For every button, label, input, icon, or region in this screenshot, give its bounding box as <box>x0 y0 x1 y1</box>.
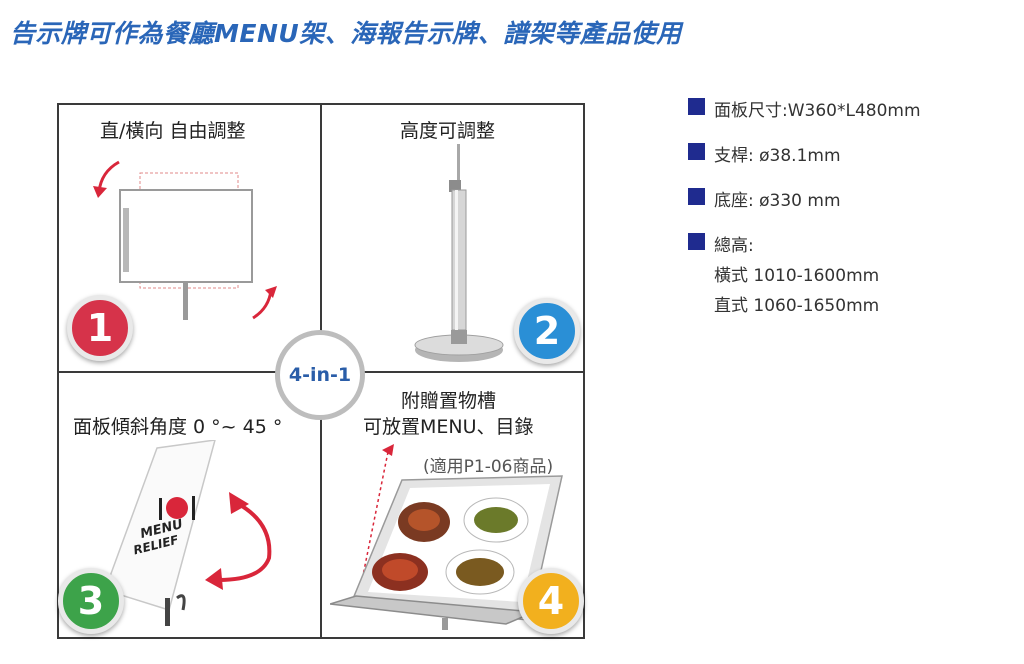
spec-panel-size: 面板尺寸:W360*L480mm <box>714 101 921 121</box>
spec-height-horizontal: 橫式 1010-1600mm <box>714 266 880 286</box>
badge-4: 4 <box>518 568 584 634</box>
quadrant-4-label-line1: 附贈置物槽 <box>401 390 497 412</box>
spec-pole: 支桿: ø38.1mm <box>714 146 841 166</box>
quadrant-4-note: (適用P1-06商品) <box>423 457 554 477</box>
spec-total-height: 總高: <box>714 236 754 256</box>
quadrant-3-label: 面板傾斜角度 0 °~ 45 ° <box>73 416 283 438</box>
headline: 告示牌可作為餐廳MENU架、海報告示牌、譜架等產品使用 <box>10 19 682 48</box>
spec-base: 底座: ø330 mm <box>714 191 841 211</box>
square-bullet-icon <box>688 188 705 205</box>
badge-2: 2 <box>514 298 580 364</box>
quadrant-4-label-line2: 可放置MENU、目錄 <box>363 416 534 438</box>
badge-3: 3 <box>58 568 124 634</box>
spec-height-vertical: 直式 1060-1650mm <box>714 296 880 316</box>
square-bullet-icon <box>688 143 705 160</box>
rotate-panel-illustration <box>93 160 277 320</box>
center-4-in-1: 4-in-1 <box>275 330 365 420</box>
square-bullet-icon <box>688 233 705 250</box>
quadrant-1-label: 直/橫向 自由調整 <box>100 120 246 142</box>
menu-tray-illustration <box>330 444 563 630</box>
square-bullet-icon <box>688 98 705 115</box>
badge-1: 1 <box>67 295 133 361</box>
quadrant-2-label: 高度可調整 <box>400 120 496 142</box>
tilted-panel-illustration <box>104 440 272 626</box>
adjustable-pole-illustration <box>414 144 504 362</box>
